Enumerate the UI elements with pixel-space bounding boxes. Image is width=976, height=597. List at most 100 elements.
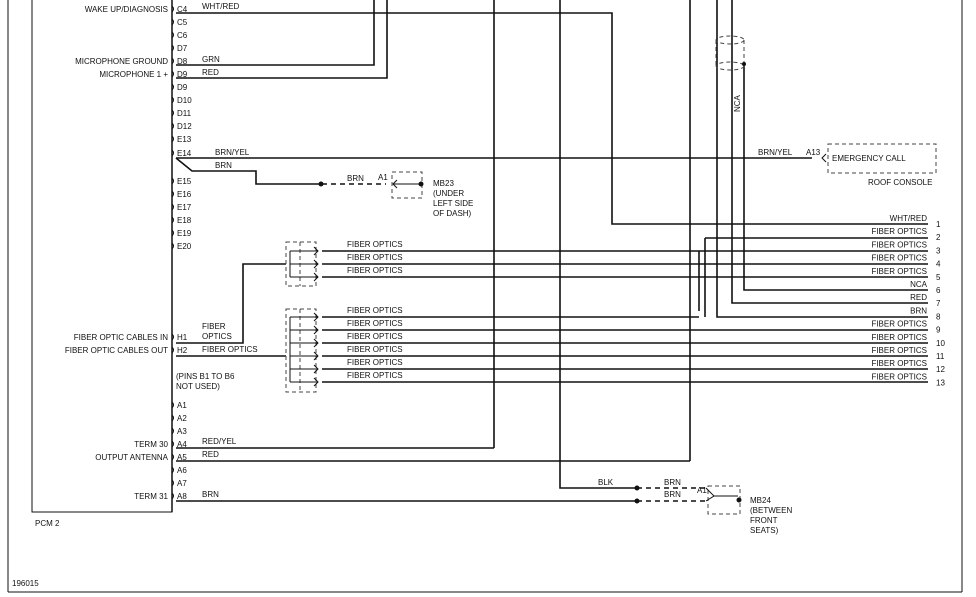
- pin-tick: [171, 216, 174, 224]
- terminal-label: FIBER OPTICS: [871, 320, 927, 329]
- pin-id: D8: [177, 57, 188, 66]
- pin-tick: [171, 135, 174, 143]
- terminal-number: 8: [936, 312, 941, 321]
- fiber-g2-4: FIBER OPTICS: [347, 358, 403, 367]
- wire-label-roof: BRN/YEL: [758, 148, 793, 157]
- pin-tick: [171, 44, 174, 52]
- pcm-label: PCM 2: [35, 519, 60, 528]
- wire-label-d9: RED: [202, 68, 219, 77]
- pin-id: D7: [177, 44, 188, 53]
- pin-id: A4: [177, 440, 187, 449]
- pin-tick: [171, 427, 174, 435]
- fiber-g2-5: FIBER OPTICS: [347, 371, 403, 380]
- wire-label-brn-1: BRN: [664, 478, 681, 487]
- wire-label-a8: BRN: [202, 490, 219, 499]
- terminal-number: 13: [936, 378, 945, 387]
- pin-id: C6: [177, 31, 188, 40]
- pin-tick: [171, 440, 174, 448]
- pin-function-label: WAKE UP/DIAGNOSIS: [85, 5, 168, 14]
- wire-label-h1-line1: FIBER: [202, 322, 226, 331]
- pin-id: E15: [177, 177, 192, 186]
- wire-d9-red: [176, 0, 388, 79]
- splice-dot-blk: [634, 485, 640, 491]
- pin-id: A1: [177, 401, 187, 410]
- fiber-g1-2: FIBER OPTICS: [347, 266, 403, 275]
- terminal-label: NCA: [910, 280, 928, 289]
- pin-tick: [171, 57, 174, 65]
- wire-label-mb23: BRN: [347, 174, 364, 183]
- fiber-g2-2: FIBER OPTICS: [347, 332, 403, 341]
- pin-function-label: TERM 31: [134, 492, 168, 501]
- terminal-label: BRN: [910, 306, 927, 315]
- fiber-g2-3: FIBER OPTICS: [347, 345, 403, 354]
- pin-tick: [171, 31, 174, 39]
- pin-id: D9: [177, 70, 188, 79]
- pin-tick: [171, 190, 174, 198]
- pin-tick: [171, 479, 174, 487]
- terminal-number: 7: [936, 299, 941, 308]
- pin-tick: [171, 466, 174, 474]
- roof-console-pin: A13: [806, 148, 821, 157]
- wire-label-h2: FIBER OPTICS: [202, 345, 258, 354]
- mb23-line3: LEFT SIDE: [433, 199, 473, 208]
- terminal-number: 11: [936, 352, 945, 361]
- wire-label-h1-line2: OPTICS: [202, 332, 232, 341]
- terminal-label: FIBER OPTICS: [871, 346, 927, 355]
- fiber-g2-0: FIBER OPTICS: [347, 306, 403, 315]
- pin-id: D9: [177, 83, 188, 92]
- pin-id: A7: [177, 479, 187, 488]
- wire-e14-brn: [175, 157, 320, 185]
- terminal-label: RED: [910, 293, 927, 302]
- wire-d8-grn: [176, 0, 375, 66]
- terminal-label: FIBER OPTICS: [871, 254, 927, 263]
- pin-tick: [171, 401, 174, 409]
- wire-label-c4: WHT/RED: [202, 2, 240, 11]
- pin-id: E20: [177, 242, 192, 251]
- pin-id: E16: [177, 190, 192, 199]
- terminal-number: 9: [936, 326, 941, 335]
- mb23-line4: OF DASH): [433, 209, 472, 218]
- nca-connector: [715, 35, 746, 71]
- figure-id: 196015: [12, 579, 39, 588]
- fiber-g2-1: FIBER OPTICS: [347, 319, 403, 328]
- pin-function-label: MICROPHONE 1 +: [99, 70, 168, 79]
- terminal-number: 1: [936, 220, 941, 229]
- mb23-ground-connector: [318, 171, 424, 199]
- fiber-g1-1: FIBER OPTICS: [347, 253, 403, 262]
- terminal-number: 5: [936, 273, 941, 282]
- wire-vertical-blk: [559, 0, 637, 489]
- wire-c4-wht-red: [176, 12, 928, 225]
- pin-id: A2: [177, 414, 187, 423]
- wire-h1-fiber-in: [176, 263, 286, 344]
- wire-term-6-nca: [743, 64, 928, 291]
- wire-label-a4: RED/YEL: [202, 437, 237, 446]
- pins-note-line1: (PINS B1 TO B6: [176, 372, 235, 381]
- roof-console-connector-name: EMERGENCY CALL: [832, 154, 906, 163]
- pin-id: D10: [177, 96, 192, 105]
- splice-dot-brn: [634, 498, 640, 504]
- pins-note-line2: NOT USED): [176, 382, 220, 391]
- mb24-line3: FRONT: [750, 516, 778, 525]
- pin-function-label: OUTPUT ANTENNA: [95, 453, 168, 462]
- pin-tick: [171, 242, 174, 250]
- mb23-pin: A1: [378, 173, 388, 182]
- pin-tick: [171, 346, 174, 354]
- terminal-label: FIBER OPTICS: [871, 240, 927, 249]
- wire-label-e14: BRN/YEL: [215, 148, 250, 157]
- pin-tick: [171, 492, 174, 500]
- pin-tick: [171, 83, 174, 91]
- pin-tick: [171, 177, 174, 185]
- terminal-number: 12: [936, 365, 945, 374]
- wire-label-a5: RED: [202, 450, 219, 459]
- pin-id: C4: [177, 5, 188, 14]
- pin-tick: [171, 333, 174, 341]
- pin-id: E14: [177, 149, 192, 158]
- mb24-ground-connector: [634, 485, 742, 515]
- terminal-label: WHT/RED: [890, 214, 928, 223]
- pin-tick: [171, 149, 174, 157]
- wire-labels: WHT/RED GRN RED BRN/YEL BRN BRN A1 MB23 …: [176, 2, 932, 535]
- mb24-pin: A1: [697, 486, 707, 495]
- pin-id: C5: [177, 18, 188, 27]
- pin-tick: [171, 70, 174, 78]
- terminal-number: 2: [936, 233, 941, 242]
